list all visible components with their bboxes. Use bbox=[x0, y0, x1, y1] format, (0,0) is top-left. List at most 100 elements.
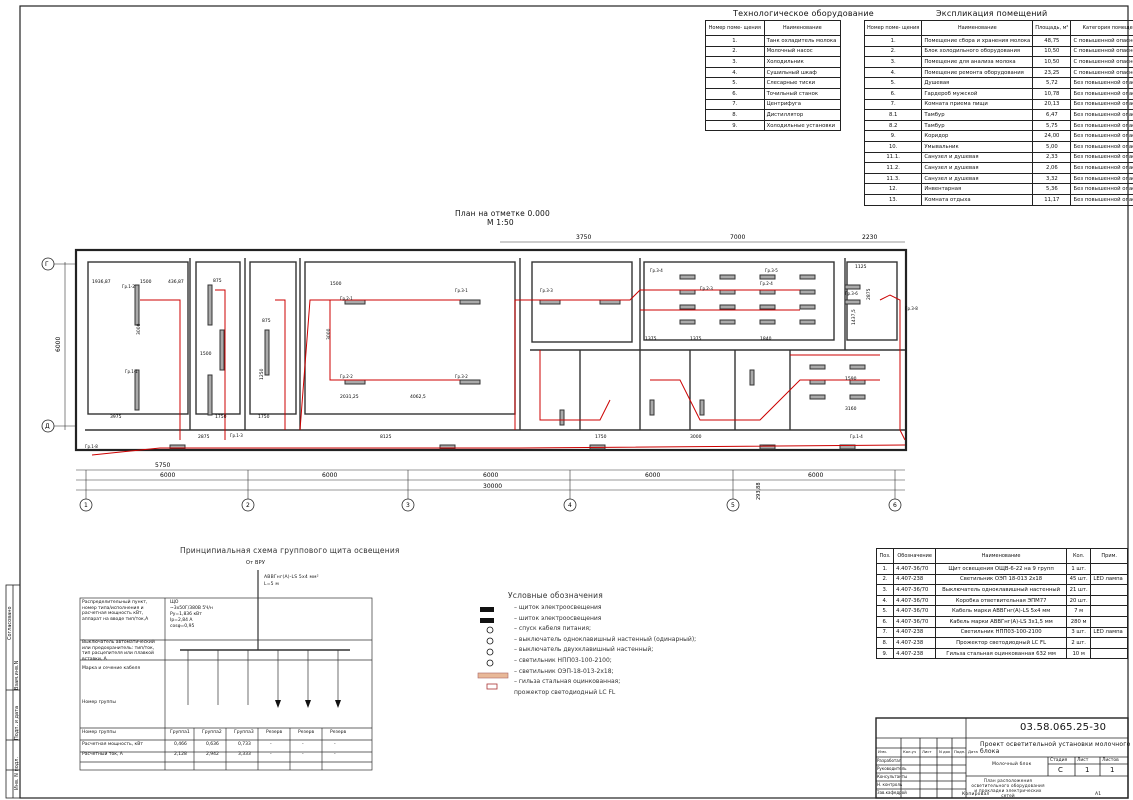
scheme-feed: От ВРУ bbox=[246, 560, 266, 566]
inner-dim-text: 2031,25 bbox=[340, 394, 359, 400]
tech-row: 9.Холодильные установки bbox=[705, 119, 842, 132]
group-current: 2,942 bbox=[206, 752, 219, 757]
group-label: Гр.1-2 bbox=[122, 284, 135, 289]
luminaire-icon bbox=[809, 364, 826, 370]
dim-b1-1: 6000 bbox=[160, 472, 175, 479]
groups-caption: Номер группы bbox=[82, 730, 116, 735]
panel-icon bbox=[480, 618, 494, 623]
luminaire-icon bbox=[207, 374, 213, 416]
luminaire-icon bbox=[759, 444, 776, 450]
arrow-down-icon bbox=[305, 700, 311, 708]
outer-wall bbox=[74, 248, 908, 452]
legend-items: – щиток электроосвещения– шиток электроо… bbox=[514, 603, 696, 698]
switch-icon bbox=[486, 637, 494, 645]
axis-label: 5 bbox=[731, 502, 735, 509]
col-header: Лист bbox=[922, 749, 932, 754]
group-label: Гр.1-4 bbox=[850, 434, 863, 439]
luminaire-icon bbox=[207, 284, 213, 326]
axis-label: 1 bbox=[84, 502, 88, 509]
luminaire-icon bbox=[679, 319, 696, 325]
group-label: Гр.2-3 bbox=[700, 286, 713, 291]
scheme-row-label: Номер группы bbox=[82, 700, 116, 705]
doc-code: 03.58.065.25-30 bbox=[1020, 722, 1107, 733]
left-strip-label: Инв. N подл. bbox=[14, 756, 20, 790]
plan-scale: М 1:50 bbox=[487, 218, 514, 227]
left-strip-label: Согласовано bbox=[7, 606, 13, 640]
page-frame bbox=[19, 5, 1129, 799]
switch-icon bbox=[486, 659, 494, 667]
axis-label: 4 bbox=[568, 502, 572, 509]
luminaire-icon bbox=[759, 289, 776, 295]
inner-dim-text: 3000 bbox=[136, 323, 142, 335]
axis-label: Г bbox=[45, 261, 49, 268]
legend-symbols bbox=[477, 607, 509, 690]
stage-value: С bbox=[1058, 766, 1063, 774]
luminaire-icon bbox=[679, 304, 696, 310]
inner-dim-text: 1750 bbox=[215, 414, 227, 420]
luminaires bbox=[134, 274, 866, 450]
col-header: Изм. bbox=[878, 749, 887, 754]
group-label: Гр.1-1 bbox=[125, 369, 138, 374]
role-label: Зав.кафедрой bbox=[877, 790, 907, 795]
sleeve-icon bbox=[486, 683, 498, 690]
group-power: 0,466 bbox=[174, 742, 187, 747]
left-strip-label: Подп. и дата bbox=[14, 705, 20, 740]
legend-item: – выключатель двухклавишный настенный; bbox=[514, 646, 654, 654]
group-current: - bbox=[334, 752, 336, 757]
legend-item: – шиток электроосвещения bbox=[514, 614, 602, 622]
axis-bubble bbox=[79, 498, 93, 512]
rooms-header: Площадь, м² bbox=[1032, 20, 1072, 36]
luminaire-icon bbox=[679, 274, 696, 280]
left-strip bbox=[5, 584, 21, 799]
col-header: Дата bbox=[968, 749, 978, 754]
panel-desc-line: Pу=1,836 кВт bbox=[170, 612, 202, 617]
axis-label: 3 bbox=[406, 502, 410, 509]
spec-header: Прим. bbox=[1090, 548, 1128, 564]
group-name: Резерв bbox=[298, 730, 315, 735]
dim-top-2: 7000 bbox=[730, 234, 745, 241]
dim-b1-4: 6000 bbox=[645, 472, 660, 479]
luminaire-icon bbox=[439, 444, 456, 450]
luminaire-icon bbox=[699, 399, 705, 416]
inner-dim-text: 1936,87 bbox=[92, 279, 111, 285]
rooms-cell: 13. bbox=[863, 193, 923, 206]
legend-item: – спуск кабеля питания; bbox=[514, 625, 592, 633]
group-current: - bbox=[270, 752, 272, 757]
luminaire-icon bbox=[719, 289, 736, 295]
luminaire-icon bbox=[799, 274, 816, 280]
luminaire-icon bbox=[849, 394, 866, 400]
scheme-cable-len: L=5 м bbox=[264, 582, 279, 587]
luminaire-icon bbox=[459, 379, 481, 385]
spec-cell bbox=[1090, 647, 1128, 660]
axis-bubble bbox=[888, 498, 902, 512]
dim-b1-3: 6000 bbox=[483, 472, 498, 479]
luminaire-icon bbox=[799, 304, 816, 310]
scheme-drawing bbox=[79, 570, 373, 771]
sheet-title: План расположения осветительного оборудо… bbox=[971, 778, 1045, 798]
object-name: Молочный блок bbox=[992, 762, 1032, 767]
col-header: Подп. bbox=[954, 749, 966, 754]
luminaire-icon bbox=[759, 319, 776, 325]
luminaire-icon bbox=[749, 369, 755, 386]
luminaire-icon bbox=[599, 299, 621, 305]
luminaire-icon bbox=[134, 369, 140, 411]
luminaire-icon bbox=[134, 284, 140, 326]
group-name: Резерв bbox=[266, 730, 283, 735]
inner-dim-text: 1500 bbox=[140, 279, 152, 285]
role-label: Консультанты bbox=[877, 774, 908, 779]
group-name: Резерв bbox=[330, 730, 347, 735]
tech-table-title: Технологическое оборудование bbox=[733, 9, 874, 18]
panel-desc-line: cosφ=0,95 bbox=[170, 624, 195, 629]
dim-b1-2: 6000 bbox=[322, 472, 337, 479]
